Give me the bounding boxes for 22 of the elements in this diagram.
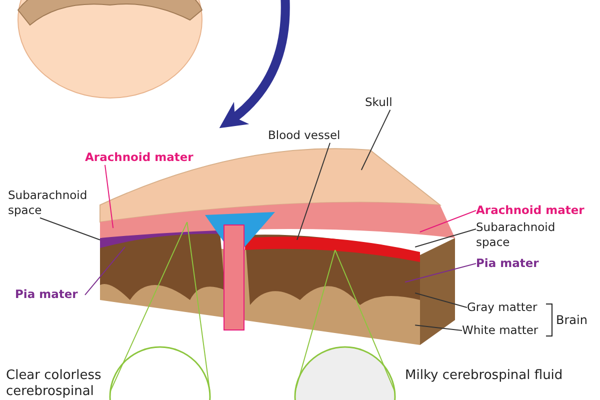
structure-label: Subarachnoid space xyxy=(8,188,108,218)
leader-line xyxy=(419,210,476,232)
group-label: Brain xyxy=(556,313,588,328)
structure-label: White matter xyxy=(462,323,542,338)
structure-label: Gray matter xyxy=(467,300,543,315)
leader-line xyxy=(414,324,462,331)
leader-line xyxy=(404,263,476,283)
structure-label: Subarachnoid space xyxy=(476,220,576,250)
leader-line xyxy=(414,228,476,248)
structure-label: Pia mater xyxy=(476,256,566,271)
structure-label: Blood vessel xyxy=(268,128,368,143)
leader-line xyxy=(360,109,391,170)
structure-label: Skull xyxy=(365,95,425,110)
leader-line xyxy=(84,246,126,296)
caption-text: Milky cerebrospinal fluid xyxy=(405,368,564,384)
structure-label: Arachnoid mater xyxy=(476,203,600,218)
structure-label: Arachnoid mater xyxy=(85,150,235,165)
curved-arrow xyxy=(220,0,290,129)
leader-line xyxy=(104,164,114,229)
caption-text: Clear colorless cerebrospinal xyxy=(6,368,102,400)
structure-label: Pia mater xyxy=(15,287,85,302)
leader-line xyxy=(40,217,100,240)
